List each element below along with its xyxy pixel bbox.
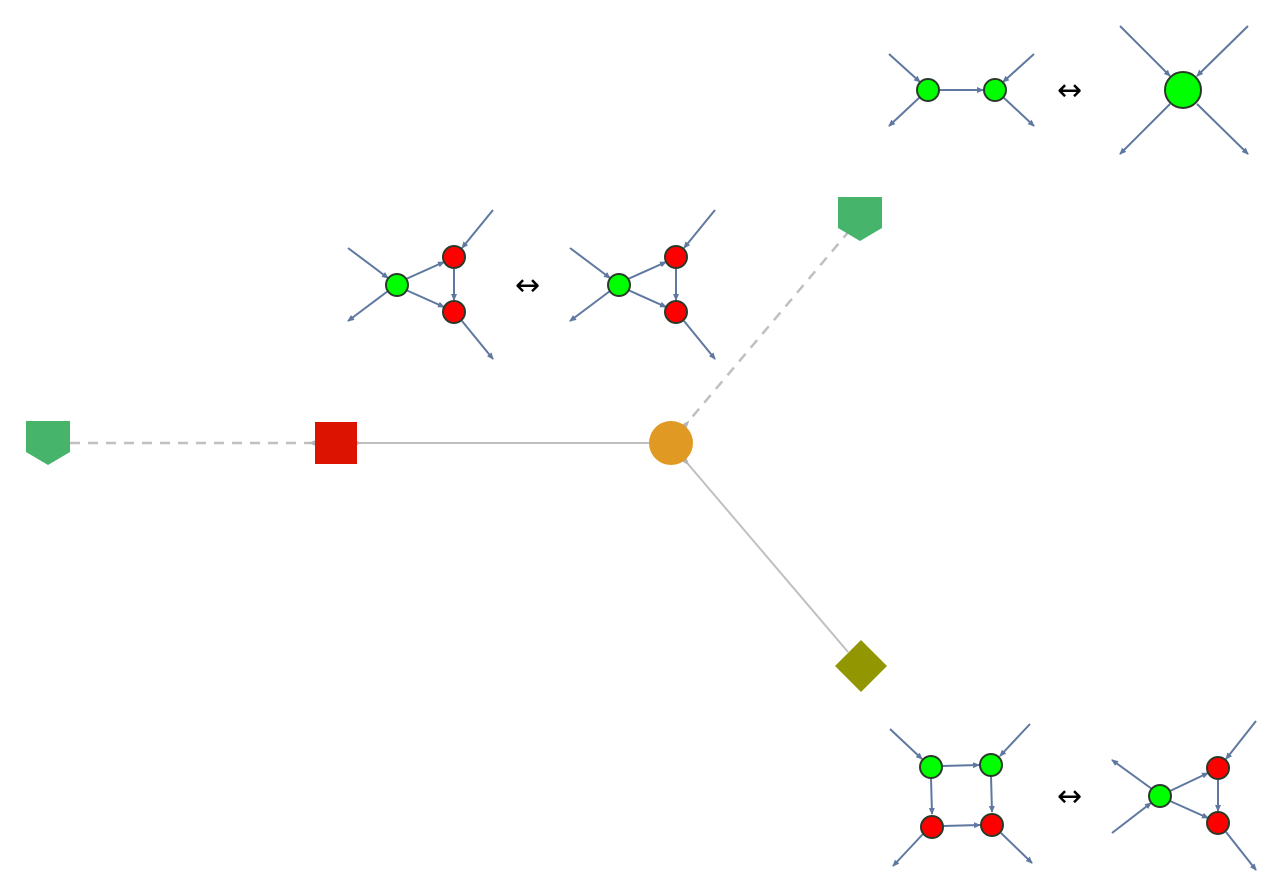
- green-spider-icon: [385, 273, 409, 297]
- wire: [1002, 96, 1035, 127]
- wire: [999, 723, 1031, 757]
- wire: [928, 777, 935, 815]
- pentagon-node-icon[interactable]: [838, 197, 882, 241]
- green-spider-icon: [1164, 71, 1202, 109]
- red-spider-icon: [442, 245, 466, 269]
- wire: [461, 320, 494, 360]
- wire: [889, 728, 923, 760]
- wire: [942, 822, 981, 829]
- green-spider-icon: [607, 273, 631, 297]
- wire: [988, 775, 995, 813]
- rule-arrow: ↔: [515, 268, 540, 303]
- edge-bottom-source-to-center: [674, 449, 849, 653]
- wire: [627, 261, 667, 280]
- rule-triangle: ↔: [347, 209, 716, 360]
- wire: [627, 289, 667, 308]
- red-spider-icon: [442, 300, 466, 324]
- wire: [1119, 103, 1171, 155]
- wire: [683, 320, 716, 360]
- circle-node-icon[interactable]: [649, 421, 693, 465]
- green-spider-icon: [916, 78, 940, 102]
- wire: [1225, 831, 1257, 871]
- red-spider-icon: [664, 300, 688, 324]
- wire: [347, 290, 389, 322]
- green-spider-icon: [983, 78, 1007, 102]
- green-spider-icon: [979, 753, 1003, 777]
- wire: [1000, 832, 1033, 864]
- wire: [405, 261, 445, 280]
- flow-nodes: [26, 197, 887, 692]
- edge-top-source-to-center: [674, 229, 851, 437]
- red-spider-icon: [980, 813, 1004, 837]
- pentagon-node-icon[interactable]: [26, 421, 70, 465]
- red-spider-icon: [664, 245, 688, 269]
- wire: [405, 289, 445, 308]
- green-spider-icon: [919, 755, 943, 779]
- wire: [1196, 25, 1249, 77]
- wire: [1196, 103, 1249, 155]
- wire: [683, 209, 716, 249]
- wire: [1119, 25, 1171, 77]
- wire: [347, 247, 389, 279]
- green-spider-icon: [1148, 784, 1172, 808]
- wire: [1111, 802, 1152, 834]
- wire: [569, 247, 611, 279]
- square-node-icon[interactable]: [315, 422, 357, 464]
- red-spider-icon: [920, 815, 944, 839]
- wire: [888, 53, 921, 83]
- wire: [1169, 800, 1209, 819]
- wire: [569, 290, 611, 322]
- red-spider-icon: [1206, 811, 1230, 835]
- rule-fusion: ↔: [888, 25, 1249, 155]
- wire: [941, 762, 980, 769]
- rule-square: ↔: [889, 720, 1257, 871]
- flow-edges: [70, 229, 851, 653]
- diamond-node-icon[interactable]: [835, 640, 887, 692]
- wire: [461, 209, 494, 249]
- wire: [892, 833, 924, 867]
- wire: [1002, 53, 1035, 83]
- rule-arrow: ↔: [1057, 779, 1082, 814]
- wire: [1169, 772, 1209, 792]
- wire: [888, 96, 921, 127]
- rule-arrow: ↔: [1057, 73, 1082, 108]
- wire: [1111, 759, 1153, 790]
- wire: [1225, 720, 1257, 760]
- red-spider-icon: [1206, 756, 1230, 780]
